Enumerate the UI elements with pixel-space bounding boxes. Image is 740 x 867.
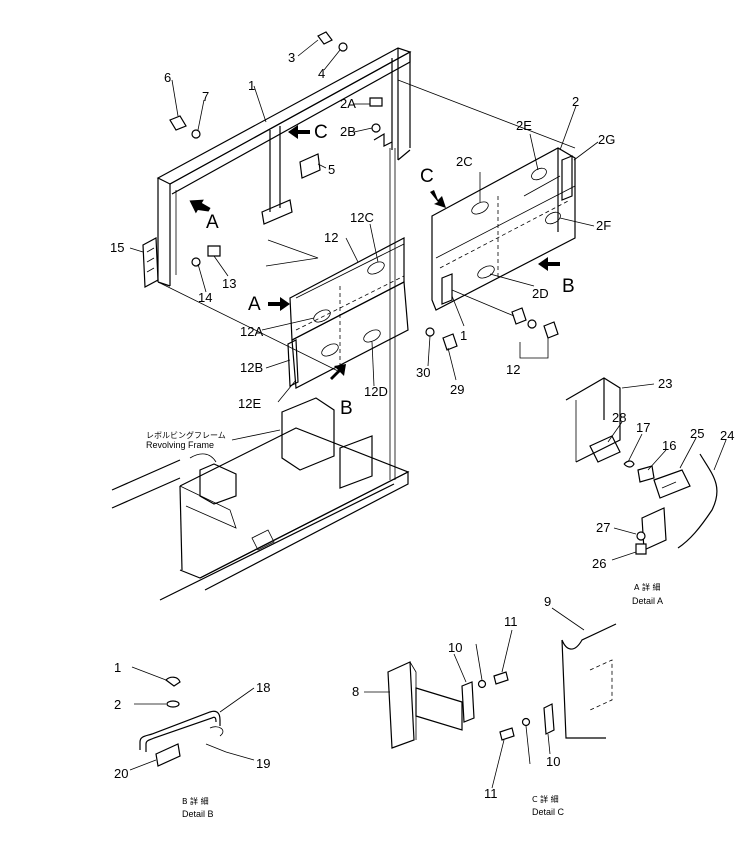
- callout-13: 13: [222, 276, 236, 291]
- callout-2A: 2C: [456, 154, 473, 169]
- callout-2G: 12: [506, 362, 520, 377]
- view-arrows: [189, 125, 560, 380]
- detail-b-callout-17: 19: [256, 756, 270, 771]
- detail-c-caption-en: Detail C: [532, 807, 565, 817]
- callout-2C: 2E: [516, 118, 532, 133]
- callout-22: 30: [416, 365, 430, 380]
- callout-5: 5: [328, 162, 335, 177]
- callout-2: 2: [572, 94, 579, 109]
- callout-4: 4: [318, 66, 325, 81]
- detail-c-callout-8: 10: [448, 640, 462, 655]
- view-letter-a-left: A: [206, 212, 219, 233]
- callout-12: 12: [324, 230, 338, 245]
- callout-2D: 2F: [596, 218, 611, 233]
- detail-c-callout-1: 8: [352, 684, 359, 699]
- callout-29: 2A: [340, 96, 356, 111]
- cover-panel-12-drawing: [287, 237, 409, 389]
- detail-b-caption-en: Detail B: [182, 809, 214, 819]
- callout-12E: 12E: [238, 396, 261, 411]
- frame-label-en: Revolving Frame: [146, 440, 214, 450]
- callout-2B: 2D: [532, 286, 549, 301]
- detail-b-labels: 1 2 18 19 20 B 詳 細 Detail B: [114, 660, 270, 819]
- detail-c-drawing: [387, 623, 617, 749]
- callout-15: 15: [110, 240, 124, 255]
- callout-12B: 12B: [240, 360, 263, 375]
- callout-1: 1: [248, 78, 255, 93]
- callout-12A: 12A: [240, 324, 263, 339]
- view-letter-c-top: C: [314, 122, 328, 143]
- callout-30: 2B: [340, 124, 356, 139]
- detail-b-callout-16: 18: [256, 680, 270, 695]
- callout-6: 6: [164, 70, 171, 85]
- view-letter-b-right: B: [562, 276, 575, 297]
- detail-b-callout-20: 2: [114, 697, 121, 712]
- view-letter-c-right: C: [420, 166, 434, 187]
- detail-b-callout-19: 1: [114, 660, 121, 675]
- callout-2E: 2G: [598, 132, 615, 147]
- detail-a-caption-jp: A 詳 細: [634, 582, 661, 592]
- view-letter-b-mid: B: [340, 398, 353, 419]
- callout-21: 29: [450, 382, 464, 397]
- detail-b-caption-jp: B 詳 細: [182, 796, 209, 806]
- callout-3: 3: [288, 50, 295, 65]
- callout-12C: 12C: [350, 210, 374, 225]
- detail-a-callout-25: 27: [596, 520, 610, 535]
- detail-a-callout-12: 24: [720, 428, 734, 443]
- callout-2F: 1: [460, 328, 467, 343]
- detail-a-caption-en: Detail A: [632, 596, 663, 606]
- main-frame-drawing: [142, 47, 576, 480]
- revolving-frame-drawing: [111, 397, 410, 601]
- leader-lines: [129, 39, 727, 789]
- cover-panel-2-drawing: [431, 147, 576, 339]
- callout-14: 14: [198, 290, 212, 305]
- detail-a-callout-23: 25: [690, 426, 704, 441]
- detail-c-callout-10b: 11: [484, 786, 498, 801]
- detail-c-callout-2: 9: [544, 594, 551, 609]
- revolving-frame-caption: レボルビングフレーム Revolving Frame: [146, 430, 226, 450]
- detail-b-callout-18: 20: [114, 766, 128, 781]
- detail-a-drawing: [565, 377, 718, 555]
- detail-a-callout-24: 26: [592, 556, 606, 571]
- detail-a-callout-26: 28: [612, 410, 626, 425]
- view-letter-a-mid: A: [248, 294, 261, 315]
- detail-a-callout-28: 17: [636, 420, 650, 435]
- fasteners-top: [169, 31, 383, 267]
- frame-label-jp: レボルビングフレーム: [146, 430, 226, 440]
- detail-a-callout-1: 23: [658, 376, 672, 391]
- detail-c-callout-10a: 11: [504, 614, 518, 629]
- callout-labels: 3 4 6 7 1 2A 2B 5 15 13 14 12 12C 12A 12…: [110, 50, 615, 411]
- fasteners-mid: [425, 327, 458, 351]
- detail-a-callout-27: 16: [662, 438, 676, 453]
- detail-b-drawing: [139, 676, 227, 767]
- detail-c-labels: 8 10 11 9 11 10 C 詳 細 Detail C: [352, 594, 565, 817]
- detail-c-caption-jp: C 詳 細: [532, 794, 559, 804]
- detail-a-labels: 23 28 17 16 25 24 27 26 A 詳 細 Detail A: [592, 376, 734, 606]
- detail-c-callout-9: 10: [546, 754, 560, 769]
- view-letter-labels: A A B B C C: [206, 122, 575, 419]
- callout-7: 7: [202, 89, 209, 104]
- callout-12D: 12D: [364, 384, 388, 399]
